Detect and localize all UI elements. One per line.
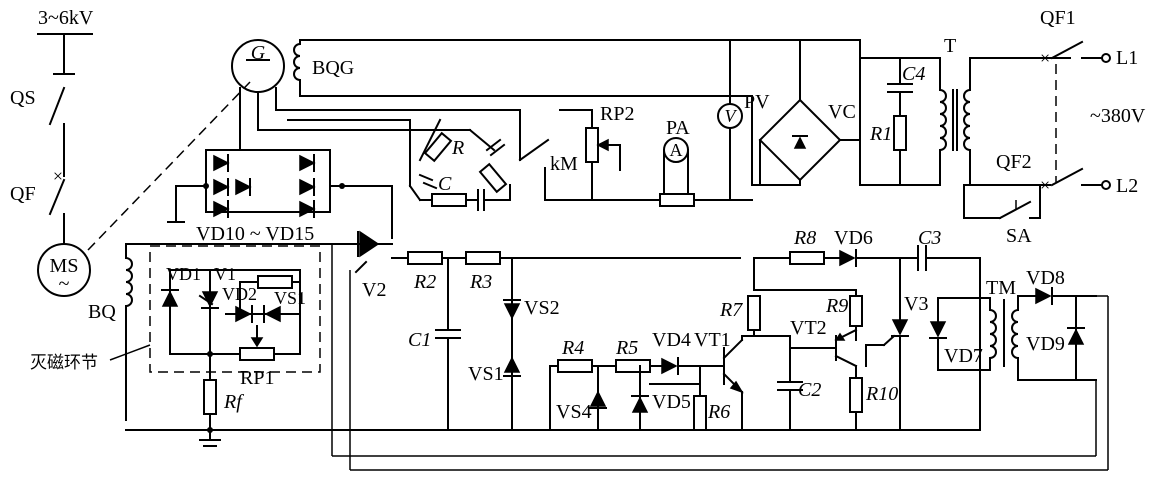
label-vd7: VD7	[944, 345, 983, 367]
label-bq: BQ	[88, 301, 116, 323]
label-v2: V2	[362, 279, 386, 301]
label-t: T	[944, 35, 956, 57]
label-pv-sym: V	[725, 106, 738, 126]
label-vt2: VT2	[790, 317, 827, 339]
label-r10: R10	[865, 383, 898, 405]
svg-text:×: ×	[53, 166, 63, 186]
label-r9: R9	[825, 295, 848, 317]
label-rf: Rf	[223, 391, 244, 413]
label-r4: R4	[561, 337, 584, 359]
label-pv: PV	[744, 91, 770, 113]
label-v3: V3	[904, 293, 928, 315]
label-km: kM	[550, 153, 578, 175]
label-qf: QF	[10, 183, 36, 205]
demag-section	[109, 243, 981, 447]
label-vc: VC	[828, 101, 856, 123]
motor-ms-symbol	[37, 243, 91, 297]
label-tm: TM	[986, 277, 1016, 299]
label-l1: L1	[1116, 47, 1138, 69]
label-r3: R3	[469, 271, 492, 293]
label-vd5: VD5	[652, 391, 691, 413]
generator-section	[167, 39, 861, 239]
label-c4: C4	[902, 63, 925, 85]
label-vs1: VS1	[468, 363, 504, 385]
label-demag-link: 灭磁环节	[30, 353, 98, 373]
label-r2: R2	[413, 271, 436, 293]
label-qs: QS	[10, 87, 36, 109]
label-vs4: VS4	[556, 401, 592, 423]
label-voltage-lv: ~380V	[1090, 105, 1146, 127]
label-vd10-15: VD10 ~ VD15	[196, 223, 314, 245]
label-v1: V1	[214, 264, 236, 284]
label-vd6: VD6	[834, 227, 873, 249]
label-pa-sym: A	[670, 140, 683, 160]
label-l2: L2	[1116, 175, 1138, 197]
label-rp1: RP1	[240, 367, 274, 389]
label-g: G	[251, 42, 266, 64]
label-r1: R1	[869, 123, 892, 145]
label-c3: C3	[918, 227, 941, 249]
label-ms: MS	[50, 255, 79, 277]
trigger-section	[331, 230, 1109, 471]
label-vd9: VD9	[1026, 333, 1065, 355]
labels: 3~6kV QS QF MS ~ BQ G BQG VD10 ~ VD15 R …	[10, 7, 1146, 423]
label-rc-c: C	[438, 173, 452, 195]
label-vd2: VD2	[222, 284, 257, 304]
label-c2: C2	[798, 379, 821, 401]
label-qf2: QF2	[996, 151, 1032, 173]
label-c1: C1	[408, 329, 431, 351]
label-rc-r: R	[451, 137, 464, 159]
hv-supply: ×	[37, 33, 251, 297]
label-voltage-hv: 3~6kV	[38, 7, 94, 29]
label-vs1-top: VS1	[274, 288, 306, 308]
label-rp2: RP2	[600, 103, 634, 125]
label-pa: PA	[666, 117, 690, 139]
label-bqg: BQG	[312, 57, 354, 79]
svg-text:×: ×	[1040, 175, 1050, 195]
label-r5: R5	[615, 337, 638, 359]
label-sa: SA	[1006, 225, 1032, 247]
label-vd4: VD4	[652, 329, 691, 351]
label-vs2: VS2	[524, 297, 560, 319]
label-r7: R7	[719, 299, 743, 321]
label-ms-sym: ~	[59, 273, 70, 295]
label-vt1: VT1	[694, 329, 731, 351]
label-r8: R8	[793, 227, 816, 249]
svg-text:×: ×	[1040, 48, 1050, 68]
meter-section: × ×	[518, 39, 1111, 220]
label-qf1: QF1	[1040, 7, 1076, 29]
label-vd1: VD1	[166, 264, 201, 284]
label-vd8: VD8	[1026, 267, 1065, 289]
label-r6: R6	[707, 401, 730, 423]
